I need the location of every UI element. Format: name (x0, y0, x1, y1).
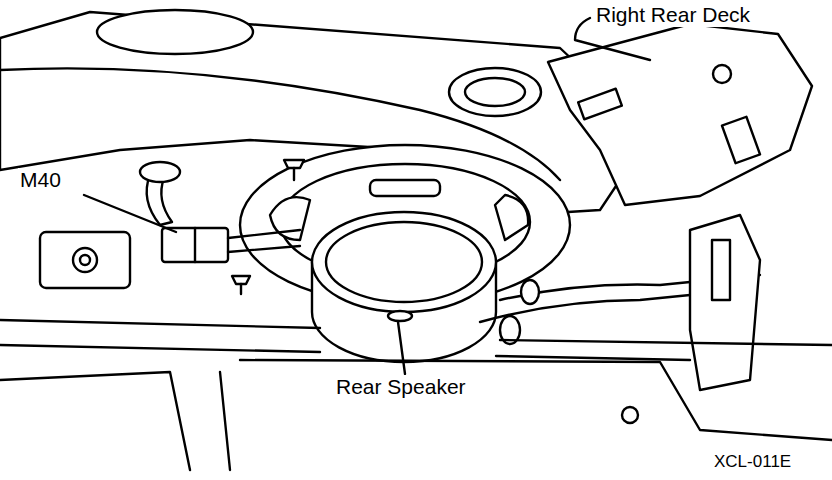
panel-hole (449, 68, 541, 116)
connector (194, 228, 196, 262)
panel-hole (622, 407, 638, 423)
bracket-slot (712, 240, 730, 300)
nut (80, 255, 90, 265)
part-label: Right Rear Deck (594, 3, 752, 27)
wire-clip (521, 280, 539, 304)
nut (73, 248, 97, 272)
mount-bracket (40, 232, 130, 288)
leader-line (84, 195, 176, 232)
magnet-hole (388, 311, 412, 321)
screw (293, 168, 295, 180)
panel-hole (97, 10, 253, 54)
bracket-hole (713, 65, 731, 83)
part-label: M40 (18, 168, 63, 192)
lower-panel (0, 372, 230, 470)
screw (240, 284, 242, 294)
deck-rail (0, 320, 832, 345)
part-label: Rear Speaker (334, 375, 468, 399)
speaker-magnet-top (312, 212, 496, 312)
connector (162, 228, 228, 262)
rear-deck-bracket (548, 24, 812, 205)
panel-hole (465, 78, 525, 106)
frame-window (495, 195, 528, 240)
frame-window (370, 180, 440, 196)
bracket-slot (578, 89, 622, 120)
deck-rail (0, 345, 690, 360)
connector-terminal (228, 230, 300, 252)
side-bracket (690, 215, 760, 390)
harness-grommet (140, 162, 180, 182)
leader-line (398, 322, 405, 374)
bracket-slot (722, 117, 760, 163)
figure-code: XCL-011E (712, 452, 793, 472)
speaker-magnet-top (326, 222, 482, 302)
lower-panel (240, 360, 832, 440)
